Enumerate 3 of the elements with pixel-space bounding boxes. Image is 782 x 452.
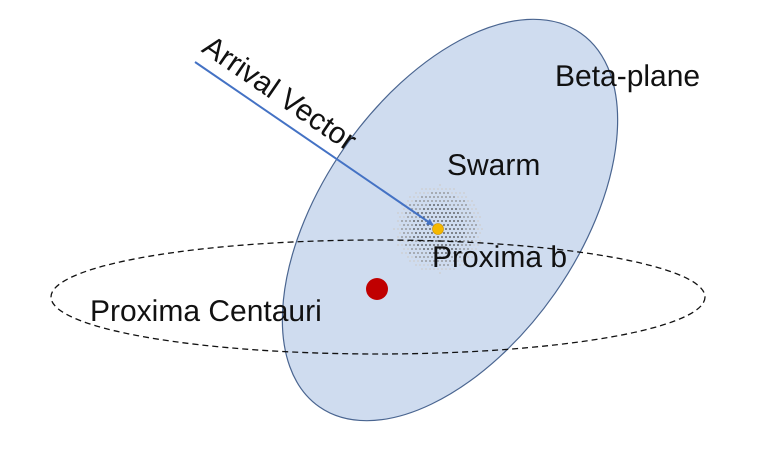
planet-label: Proxima b	[432, 243, 568, 273]
arrow	[194, 61, 434, 226]
swarm-label: Swarm	[447, 151, 540, 181]
